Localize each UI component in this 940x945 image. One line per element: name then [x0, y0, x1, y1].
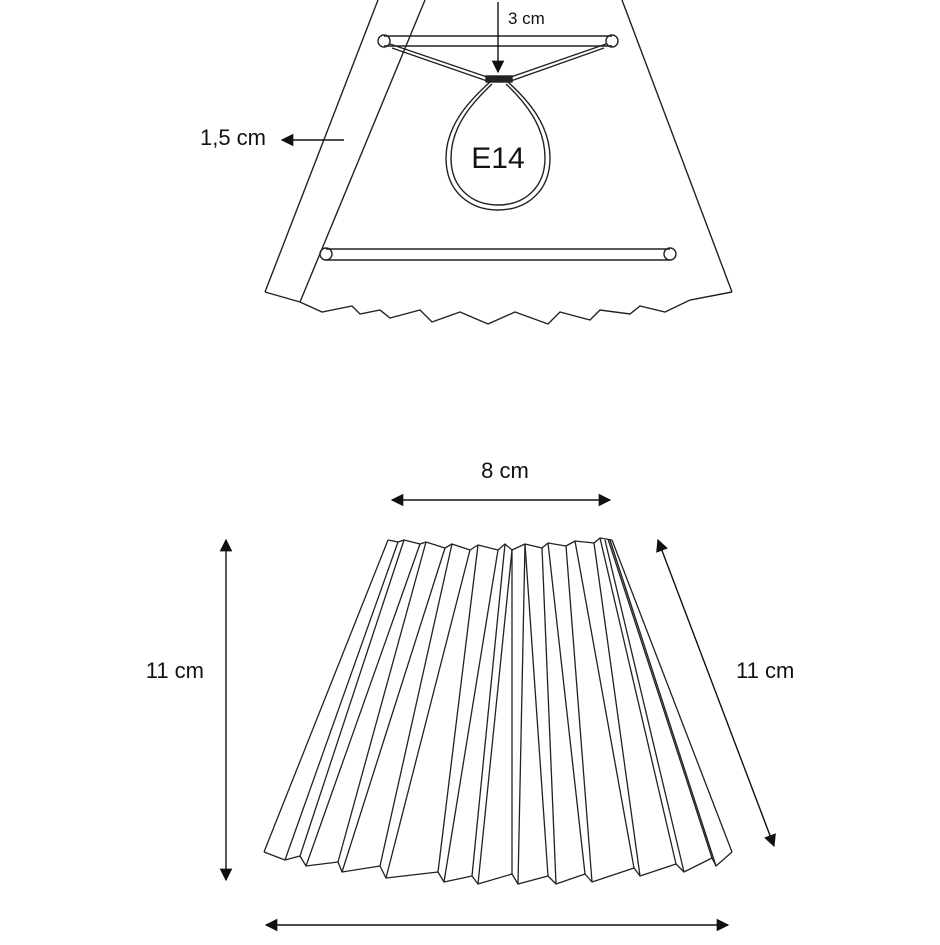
top-width-label: 8 cm — [481, 458, 529, 483]
slant-dimension: 11 cm — [656, 538, 794, 848]
fold-dimension-label: 1,5 cm — [200, 125, 266, 150]
suspension-wire — [389, 43, 607, 83]
shade-pleated-hem — [264, 291, 733, 325]
lower-ring-bar — [319, 247, 677, 261]
shade-top-rim — [387, 537, 613, 551]
bulb-outline — [445, 81, 551, 211]
shade-right-edge — [621, 0, 733, 293]
drop-dimension: 3 cm — [491, 2, 545, 74]
height-label: 11 cm — [146, 658, 204, 683]
shade-bottom-hem — [263, 851, 733, 885]
socket-label: E14 — [471, 142, 524, 175]
pleat-fold-lines — [263, 537, 733, 885]
shade-left-outer-edge — [264, 0, 379, 293]
drop-dimension-label: 3 cm — [508, 9, 545, 28]
top-width-dimension: 8 cm — [390, 458, 612, 507]
bulb-outline-inner — [450, 83, 546, 206]
socket-connector — [485, 75, 513, 83]
slant-length-label: 11 cm — [736, 658, 794, 683]
pleated-shade-side-view — [263, 537, 733, 885]
fold-dimension: 1,5 cm — [200, 125, 344, 150]
height-dimension: 11 cm — [146, 538, 233, 882]
